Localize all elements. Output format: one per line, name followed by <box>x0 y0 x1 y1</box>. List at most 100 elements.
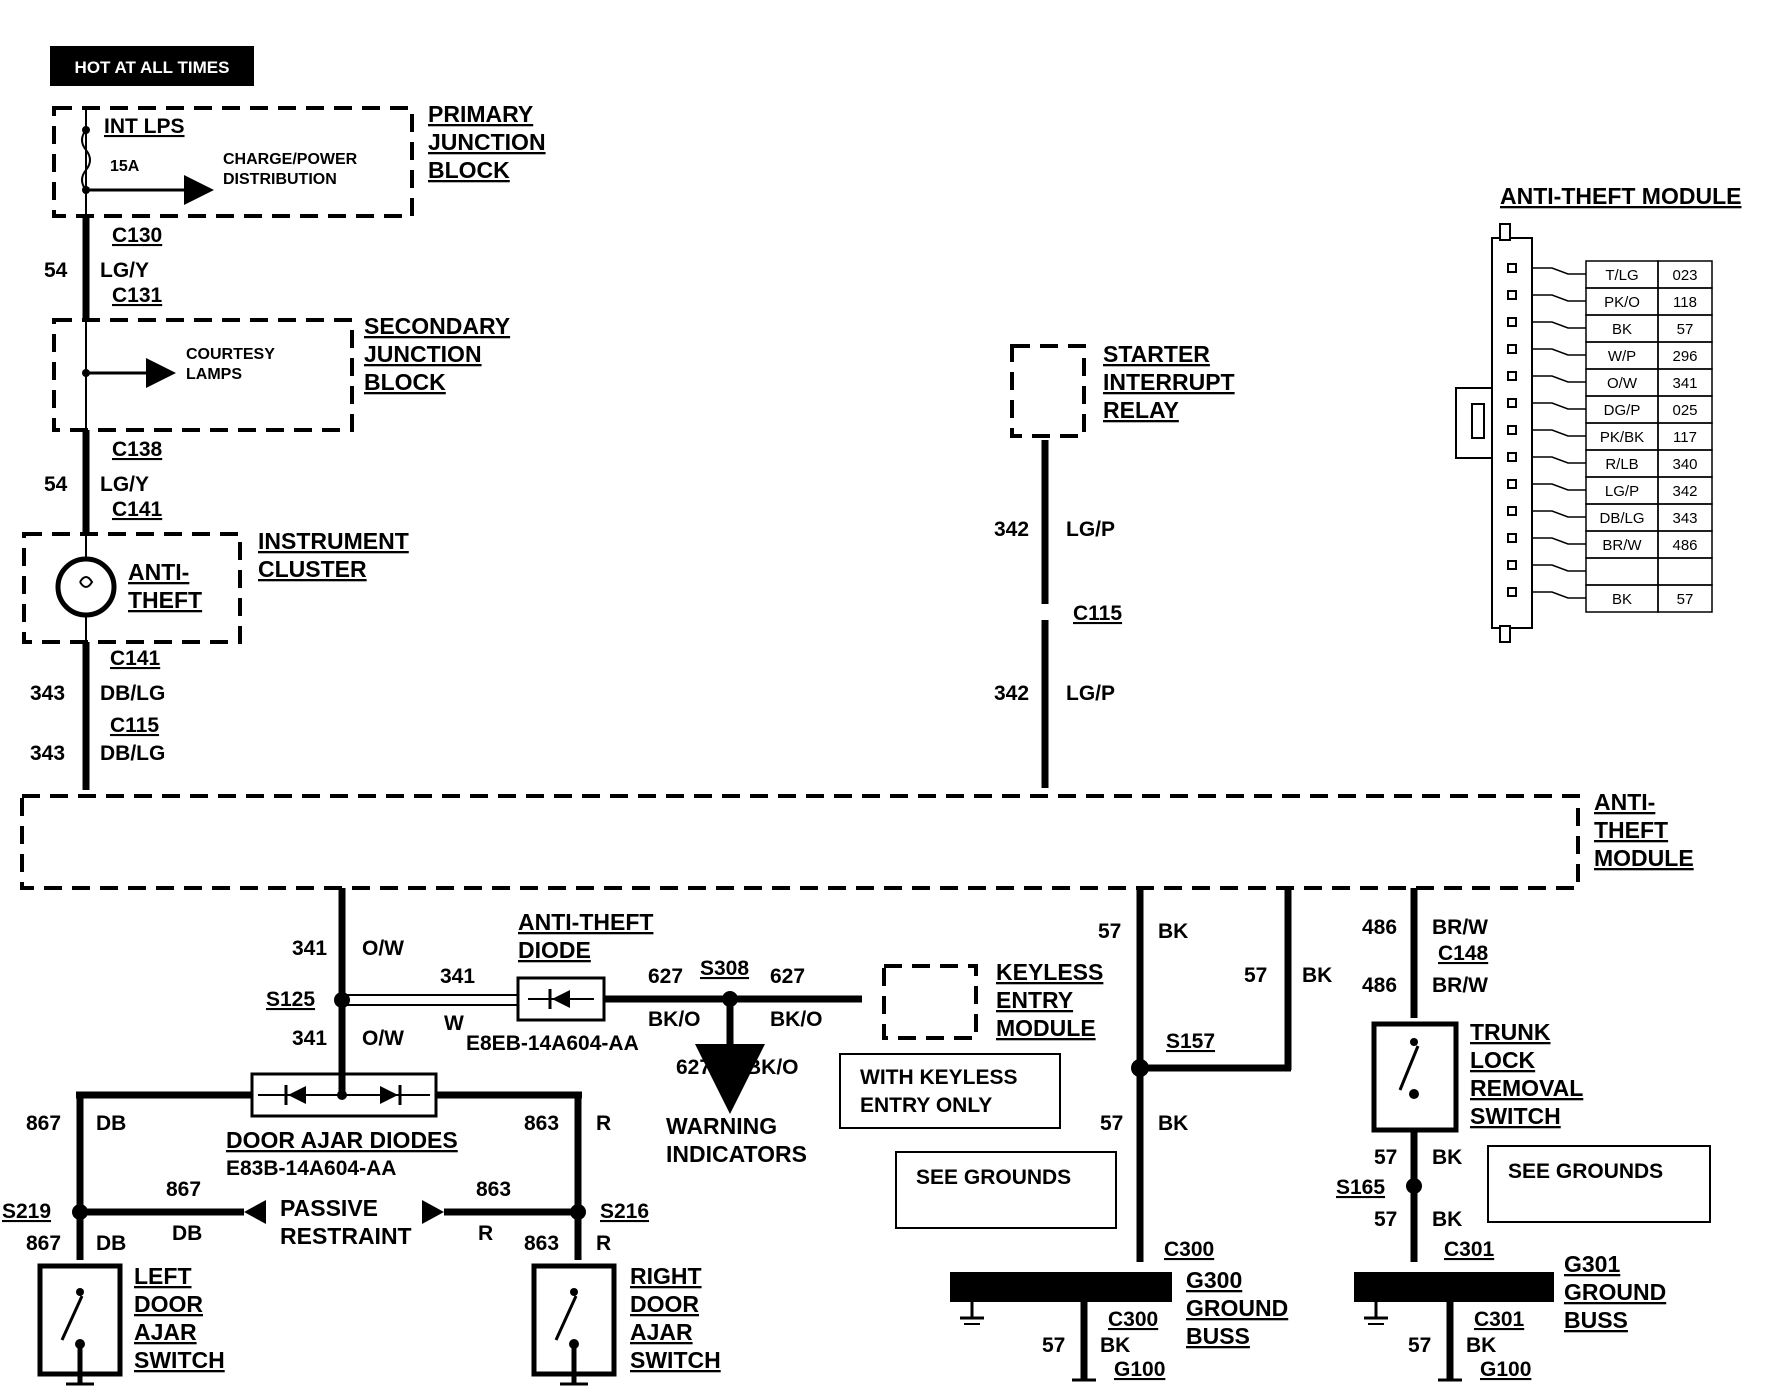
starter-relay-title-3: RELAY <box>1103 397 1179 423</box>
wire-343-label: 343 <box>30 682 65 705</box>
door-ajar-diodes-title: DOOR AJAR DIODES <box>226 1127 458 1153</box>
wire-57d-label: 57 <box>1042 1334 1065 1357</box>
pin-color: BK <box>1612 591 1632 608</box>
g301-title-2: GROUND <box>1564 1279 1666 1305</box>
trunk-switch-4: SWITCH <box>1470 1103 1561 1129</box>
connector-pin <box>1507 533 1517 543</box>
pin-color: O/W <box>1607 375 1638 392</box>
wire-341c-label: 341 <box>292 1027 327 1050</box>
keyless-note-1: WITH KEYLESS <box>860 1066 1018 1089</box>
pin-color: DG/P <box>1604 402 1641 419</box>
g300-ground-buss <box>950 1272 1172 1302</box>
door-ajar-diodes-part: E83B-14A604-AA <box>226 1157 396 1180</box>
wire-bke-label: BK <box>1432 1146 1462 1169</box>
wire-ow-label: O/W <box>362 937 404 960</box>
c300a-label: C300 <box>1164 1238 1214 1261</box>
pin-circuit-cell <box>1657 584 1713 613</box>
wire-rb-label: R <box>478 1222 493 1245</box>
pin-lead-line <box>1532 483 1586 491</box>
starter-relay-title-2: INTERRUPT <box>1103 369 1235 395</box>
pin-circuit: 023 <box>1672 267 1697 284</box>
left-switch-3: AJAR <box>134 1319 197 1345</box>
pin-circuit: 340 <box>1672 456 1697 473</box>
pin-circuit: 025 <box>1672 402 1697 419</box>
connector-pin <box>1507 290 1517 300</box>
s157-splice <box>1131 1059 1149 1077</box>
primary-jb-title-2: JUNCTION <box>428 129 546 155</box>
wire-bka-label: BK <box>1158 920 1188 943</box>
keyless-title-3: MODULE <box>996 1015 1096 1041</box>
charge-power-line2: DISTRIBUTION <box>223 171 337 188</box>
pin-color: LG/P <box>1605 483 1639 500</box>
pin-color: PK/BK <box>1600 429 1644 446</box>
see-grounds-box-1 <box>895 1151 1117 1229</box>
pin-circuit: 118 <box>1673 294 1697 311</box>
right-switch-4: SWITCH <box>630 1347 721 1373</box>
pin-lead-line <box>1532 267 1586 275</box>
pin-color: BK <box>1612 321 1632 338</box>
secondary-junction-block <box>52 318 354 432</box>
connector-pin <box>1507 317 1517 327</box>
pin-circuit: 296 <box>1672 348 1697 365</box>
passive-line2: RESTRAINT <box>280 1223 412 1249</box>
pin-circuit: 57 <box>1677 321 1694 338</box>
connector-pin <box>1507 371 1517 381</box>
secondary-jb-title-2: JUNCTION <box>364 341 482 367</box>
wire-863a-label: 863 <box>524 1112 559 1135</box>
s157-label: S157 <box>1166 1030 1215 1053</box>
pin-lead-line <box>1532 375 1586 383</box>
connector-pin <box>1507 479 1517 489</box>
pin-circuit: 341 <box>1672 375 1697 392</box>
wire-dbc-label: DB <box>96 1232 126 1255</box>
atm-title-2: THEFT <box>1594 817 1668 843</box>
fuse-icon <box>81 129 91 191</box>
pin-lead-line <box>1532 348 1586 356</box>
warning-line2: INDICATORS <box>666 1141 807 1167</box>
pin-lead-line <box>1532 402 1586 410</box>
wire-627c-label: 627 <box>676 1056 711 1079</box>
connector-pin <box>1507 452 1517 462</box>
trunk-switch-2: LOCK <box>1470 1047 1536 1073</box>
connector-pin <box>1507 560 1517 570</box>
pin-color: W/P <box>1608 348 1636 365</box>
see-grounds-box-2 <box>1487 1145 1711 1223</box>
primary-junction-block <box>52 106 414 218</box>
connector-pin <box>1507 506 1517 516</box>
c301b-label: C301 <box>1474 1308 1525 1331</box>
pin-circuit: 342 <box>1672 483 1697 500</box>
charge-power-line1: CHARGE/POWER <box>223 151 358 168</box>
wire-bkoa-label: BK/O <box>648 1008 701 1031</box>
c115b-label: C115 <box>1073 602 1122 625</box>
g100b-label: G100 <box>1480 1358 1531 1381</box>
wire-863b-label: 863 <box>476 1178 511 1201</box>
passive-arrow-left <box>244 1200 266 1224</box>
instrument-cluster-title-1: INSTRUMENT <box>258 528 409 554</box>
fuse-name: INT LPS <box>104 115 185 138</box>
keyless-note-2: ENTRY ONLY <box>860 1094 992 1117</box>
pin-color: R/LB <box>1605 456 1638 473</box>
right-switch-3: AJAR <box>630 1319 693 1345</box>
pin-color: DB/LG <box>1599 510 1644 527</box>
connector-pin <box>1507 263 1517 273</box>
wire-lgyb-label: LG/Y <box>100 473 149 496</box>
wire-627a-label: 627 <box>648 965 683 988</box>
wire-867a-label: 867 <box>26 1112 61 1135</box>
left-switch-1: LEFT <box>134 1263 192 1289</box>
secondary-jb-title-1: SECONDARY <box>364 313 510 339</box>
c131-label: C131 <box>112 284 163 307</box>
wire-bkb-label: BK <box>1302 964 1332 987</box>
hot-label: HOT AT ALL TIMES <box>75 58 230 77</box>
courtesy-line2: LAMPS <box>186 366 242 383</box>
wire-54-label: 54 <box>44 259 68 282</box>
atd-part-no: E8EB-14A604-AA <box>466 1032 639 1055</box>
wire-57a-label: 57 <box>1098 920 1121 943</box>
s125-label: S125 <box>266 988 315 1011</box>
connector-pin <box>1507 398 1517 408</box>
trunk-switch-1: TRUNK <box>1470 1019 1551 1045</box>
wire-dbb-label: DB <box>172 1222 202 1245</box>
pin-lead-line <box>1532 591 1586 599</box>
s165-splice <box>1406 1178 1422 1194</box>
wire-bkoc-label: BK/O <box>746 1056 799 1079</box>
wire-rc-label: R <box>596 1232 611 1255</box>
wire-57e-label: 57 <box>1374 1146 1397 1169</box>
